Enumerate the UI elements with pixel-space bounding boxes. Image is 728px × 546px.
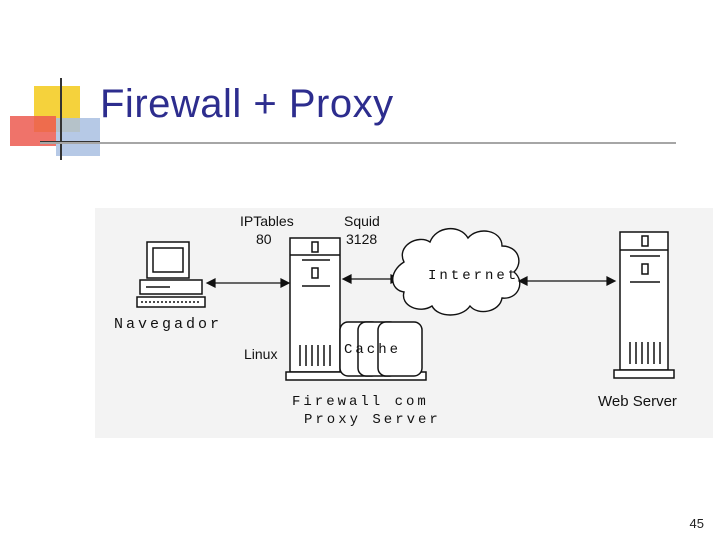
arrow-internet-webserver: [517, 276, 617, 286]
deco-blue-square: [56, 118, 100, 156]
webserver-label: Web Server: [598, 393, 677, 410]
client-cpu: [139, 279, 203, 295]
arrow-client-firewall: [205, 278, 291, 288]
arrow-firewall-internet: [341, 274, 401, 284]
cache-drums: [339, 321, 423, 377]
client-computer: [136, 241, 206, 308]
page-number: 45: [689, 516, 704, 531]
webserver-base: [613, 369, 675, 379]
title-divider: [40, 142, 676, 144]
server-caption-line2: Proxy Server: [304, 412, 441, 428]
iptables-port: 80: [256, 231, 272, 247]
internet-cloud: [392, 228, 521, 316]
slide-title: Firewall + Proxy: [100, 82, 394, 126]
iptables-label: IPTables: [240, 213, 294, 229]
web-server: [613, 231, 675, 379]
client-label: Navegador: [114, 316, 223, 333]
server-caption-line1: Firewall com: [292, 394, 429, 410]
client-screen: [152, 247, 184, 273]
cache-label: Cache: [344, 342, 402, 358]
internet-label: Internet: [428, 268, 520, 284]
deco-vertical-line: [60, 78, 62, 160]
webserver-tower: [619, 231, 669, 371]
firewall-tower: [289, 237, 341, 373]
squid-label: Squid: [344, 213, 380, 229]
squid-port: 3128: [346, 231, 378, 247]
os-label: Linux: [244, 346, 278, 362]
